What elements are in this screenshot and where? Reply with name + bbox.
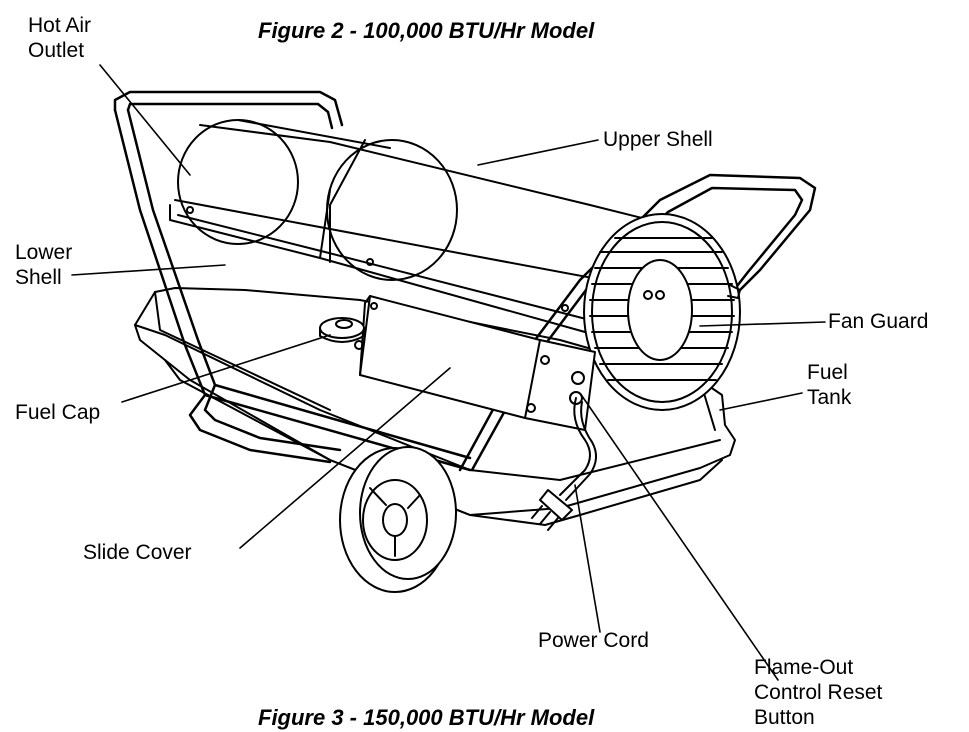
fan-guard-shape: [583, 213, 741, 411]
label-slide-cover: Slide Cover: [83, 541, 192, 564]
caption-bottom: Figure 3 - 150,000 BTU/Hr Model: [258, 705, 595, 730]
label-flame-out-reset: Flame-Out Control Reset Button: [754, 656, 883, 729]
label-fuel-tank: Fuel Tank: [807, 361, 852, 409]
label-fan-guard: Fan Guard: [828, 310, 929, 333]
leader-lines: [71, 64, 826, 681]
cord-shape: [531, 371, 597, 531]
label-upper-shell: Upper Shell: [603, 128, 713, 151]
label-lower-shell: Lower Shell: [15, 241, 73, 289]
frame-shape: [113, 90, 817, 472]
label-fuel-cap: Fuel Cap: [15, 401, 101, 424]
label-power-cord: Power Cord: [538, 629, 649, 652]
label-hot-air-outlet: Hot Air Outlet: [28, 14, 92, 62]
fuel-cap-shape: [319, 317, 365, 343]
wheel-shape: [339, 446, 457, 593]
caption-top: Figure 2 - 100,000 BTU/Hr Model: [258, 18, 595, 43]
